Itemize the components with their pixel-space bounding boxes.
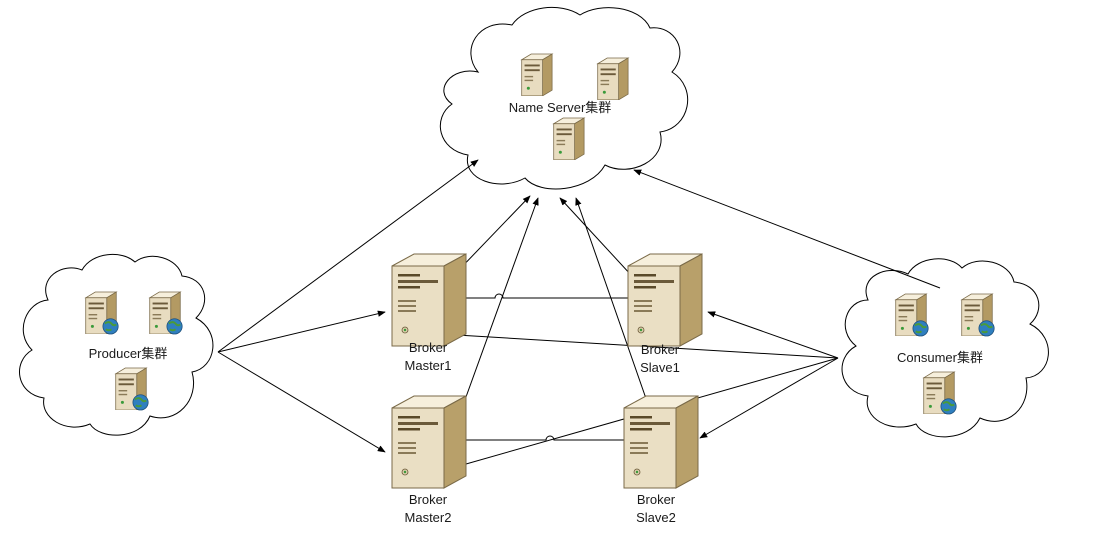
master2-to-slave2	[428, 435, 663, 444]
consumer-server-icon	[962, 294, 994, 336]
producer-to-master2	[217, 351, 386, 453]
slave2-to-nameserver	[575, 197, 651, 411]
broker-slave2-label-line2: Slave2	[636, 510, 676, 525]
broker-slave1-server-icon	[627, 253, 703, 347]
name-server-icon	[553, 117, 585, 160]
broker-master2-label-line2: Master2	[405, 510, 452, 525]
consumer-server-icon	[896, 294, 928, 336]
name-server-icon	[597, 57, 629, 100]
producer-cluster-label: Producer集群	[89, 346, 168, 361]
consumer-to-nameserver	[633, 169, 941, 289]
producer-server-icon	[116, 368, 148, 410]
broker-slave2-label-line1: Broker	[637, 492, 676, 507]
name-server-icon	[521, 53, 553, 96]
name-server-cloud	[439, 6, 689, 190]
master1-to-slave1	[428, 293, 667, 302]
broker-slave2-server-icon	[623, 395, 699, 489]
consumer-to-slave1	[707, 311, 839, 359]
broker-master2-server-icon	[391, 395, 467, 489]
broker-slave1-label-line1: Broker	[641, 342, 680, 357]
producer-server-icon	[86, 292, 118, 334]
consumer-server-icon	[924, 372, 956, 414]
broker-master2-label-line1: Broker	[409, 492, 448, 507]
producer-to-master1	[217, 310, 386, 353]
consumer-to-slave2	[699, 357, 839, 439]
broker-master1-server-icon	[391, 253, 467, 347]
connections	[217, 159, 941, 470]
consumer-cluster-label: Consumer集群	[897, 350, 983, 365]
consumer-cloud	[841, 258, 1049, 438]
broker-slave1-label-line2: Slave1	[640, 360, 680, 375]
master2-to-nameserver	[461, 197, 539, 409]
broker-master1-label-line2: Master1	[405, 358, 452, 373]
broker-master1-label-line1: Broker	[409, 340, 448, 355]
producer-server-icon	[150, 292, 182, 334]
name-server-cluster-label: Name Server集群	[509, 100, 612, 115]
producer-to-nameserver	[217, 159, 479, 353]
